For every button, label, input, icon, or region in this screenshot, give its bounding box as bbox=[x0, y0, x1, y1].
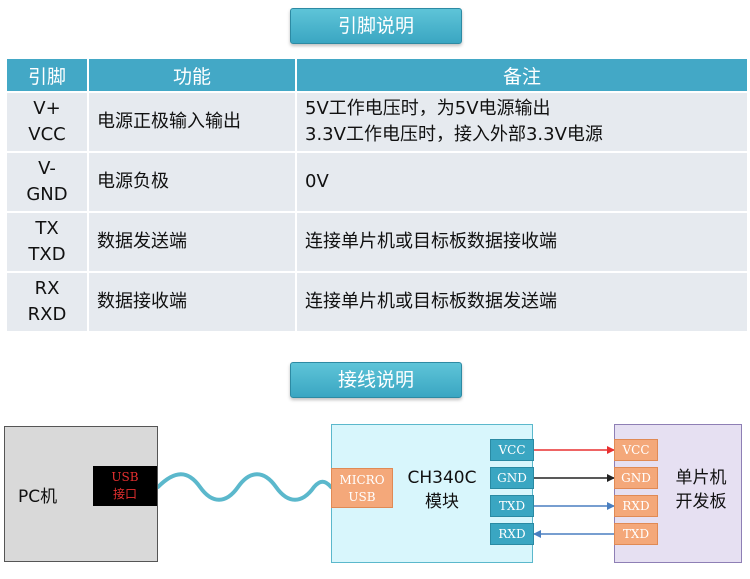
module-pin-txd: TXD bbox=[490, 495, 534, 517]
usb-port: USB 接口 bbox=[93, 466, 157, 506]
table-row: V+ VCC 电源正极输入输出 5V工作电压时，为5V电源输出 3.3V工作电压… bbox=[5, 91, 749, 153]
micro-usb-text: USB bbox=[348, 490, 376, 504]
table-row: V- GND 电源负极 0V bbox=[5, 151, 749, 213]
mcu-name-line: 开发板 bbox=[675, 492, 727, 512]
note-cell: 连接单片机或目标板数据接收端 bbox=[295, 211, 749, 273]
header-pin: 引脚 bbox=[5, 57, 89, 93]
function-cell: 数据发送端 bbox=[87, 211, 297, 273]
pc-label: PC机 bbox=[18, 487, 58, 507]
function-cell: 数据接收端 bbox=[87, 271, 297, 333]
function-cell: 电源正极输入输出 bbox=[87, 91, 297, 153]
module-name-line: 模块 bbox=[425, 492, 459, 512]
micro-usb-text: MICRO bbox=[339, 473, 385, 487]
module-pin-vcc: VCC bbox=[490, 439, 534, 461]
note-line: 5V工作电压时，为5V电源输出 bbox=[305, 98, 551, 119]
table-row: RX RXD 数据接收端 连接单片机或目标板数据发送端 bbox=[5, 271, 749, 333]
module-name-line: CH340C bbox=[407, 468, 477, 488]
mcu-name-line: 单片机 bbox=[675, 468, 727, 488]
module-pin-gnd: GND bbox=[490, 467, 534, 489]
pin-name: RX bbox=[34, 278, 60, 299]
header-note: 备注 bbox=[295, 57, 749, 93]
mcu-pin-gnd: GND bbox=[614, 467, 658, 489]
header-function: 功能 bbox=[87, 57, 297, 93]
micro-usb-port: MICRO USB bbox=[331, 468, 393, 508]
pin-cell: RX RXD bbox=[5, 271, 89, 333]
wiring-section-title: 接线说明 bbox=[290, 362, 462, 398]
pin-cell: V- GND bbox=[5, 151, 89, 213]
usb-port-text: 接口 bbox=[112, 487, 137, 501]
pin-name: V+ bbox=[33, 98, 61, 119]
pin-alias: VCC bbox=[28, 124, 66, 145]
pin-table: 引脚 功能 备注 V+ VCC 电源正极输入输出 5V工作电压时，为5V电源输出… bbox=[5, 57, 749, 333]
function-cell: 电源负极 bbox=[87, 151, 297, 213]
pin-alias: TXD bbox=[28, 244, 66, 265]
note-cell: 0V bbox=[295, 151, 749, 213]
pin-section-title: 引脚说明 bbox=[290, 8, 462, 44]
pin-cell: TX TXD bbox=[5, 211, 89, 273]
pin-alias: RXD bbox=[27, 304, 67, 325]
note-cell: 5V工作电压时，为5V电源输出 3.3V工作电压时，接入外部3.3V电源 bbox=[295, 91, 749, 153]
module-name: CH340C 模块 bbox=[396, 466, 488, 514]
usb-port-text: USB bbox=[111, 470, 139, 484]
table-row: TX TXD 数据发送端 连接单片机或目标板数据接收端 bbox=[5, 211, 749, 273]
note-line: 3.3V工作电压时，接入外部3.3V电源 bbox=[305, 124, 603, 145]
pin-name: TX bbox=[35, 218, 59, 239]
mcu-name: 单片机 开发板 bbox=[664, 466, 738, 514]
pin-name: V- bbox=[38, 158, 56, 179]
usb-cable bbox=[156, 472, 333, 502]
mcu-pin-vcc: VCC bbox=[614, 439, 658, 461]
module-pin-rxd: RXD bbox=[490, 523, 534, 545]
note-cell: 连接单片机或目标板数据发送端 bbox=[295, 271, 749, 333]
pin-alias: GND bbox=[26, 184, 68, 205]
pin-cell: V+ VCC bbox=[5, 91, 89, 153]
mcu-pin-txd: TXD bbox=[614, 523, 658, 545]
mcu-pin-rxd: RXD bbox=[614, 495, 658, 517]
table-header-row: 引脚 功能 备注 bbox=[5, 57, 749, 93]
